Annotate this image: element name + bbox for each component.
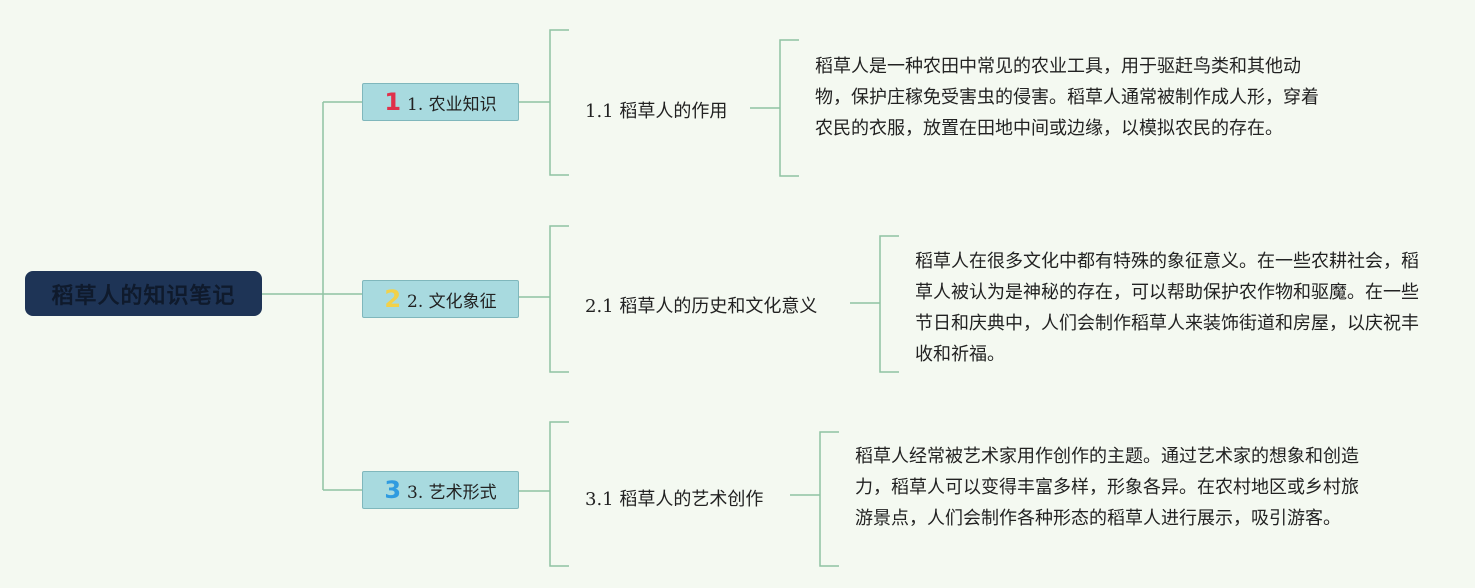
subtopic-2-bracket <box>850 235 899 373</box>
topic-3-bracket <box>519 421 569 567</box>
topic-label: 2. 文化象征 <box>407 291 497 312</box>
topic-2-bracket <box>519 225 569 373</box>
root-node[interactable]: 稻草人的知识笔记 <box>25 271 262 316</box>
subtopic-scarecrow-role[interactable]: 1.1 稻草人的作用 <box>585 101 728 122</box>
number-three-badge-icon: 3 <box>384 476 402 504</box>
number-two-badge-icon: 2 <box>384 285 402 313</box>
root-title: 稻草人的知识笔记 <box>51 283 236 309</box>
subtopic-art-creation[interactable]: 3.1 稻草人的艺术创作 <box>585 489 764 510</box>
subtopic-3-bracket <box>790 431 839 567</box>
topic-art-form[interactable]: 3 3. 艺术形式 <box>362 471 519 509</box>
topic-1-bracket <box>519 29 569 176</box>
topic-label: 3. 艺术形式 <box>407 482 497 503</box>
topic-label: 1. 农业知识 <box>407 94 497 115</box>
subtopic-history-culture[interactable]: 2.1 稻草人的历史和文化意义 <box>585 296 818 317</box>
subtopic-1-bracket <box>750 39 799 177</box>
number-one-badge-icon: 1 <box>384 88 402 116</box>
detail-text: 稻草人经常被艺术家用作创作的主题。通过艺术家的想象和创造力，稻草人可以变得丰富多… <box>855 446 1359 529</box>
detail-text: 稻草人是一种农田中常见的农业工具，用于驱赶鸟类和其他动物，保护庄稼免受害虫的侵害… <box>815 56 1319 139</box>
topic-cultural-symbol[interactable]: 2 2. 文化象征 <box>362 280 519 318</box>
detail-text: 稻草人在很多文化中都有特殊的象征意义。在一些农耕社会，稻草人被认为是神秘的存在，… <box>915 251 1419 365</box>
topic-agriculture[interactable]: 1 1. 农业知识 <box>362 83 519 121</box>
